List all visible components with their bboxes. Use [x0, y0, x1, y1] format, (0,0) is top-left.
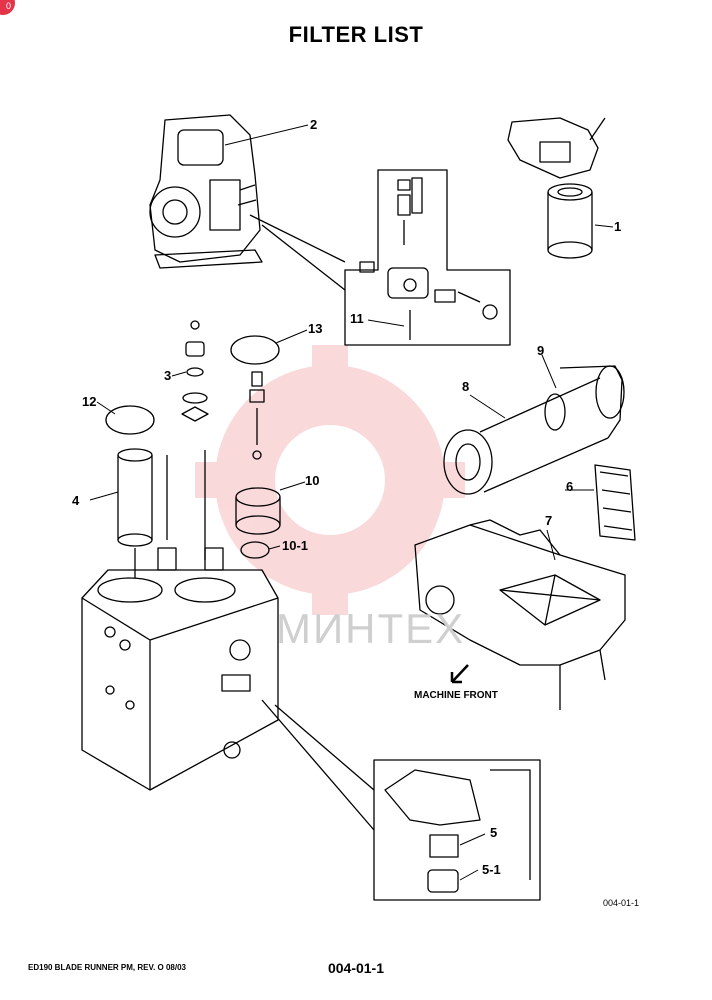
callout-9: 9	[537, 343, 545, 358]
callout-11: 11	[350, 311, 364, 326]
callout-13: 13	[308, 321, 323, 336]
o-ring-13	[230, 335, 280, 365]
callout-7: 7	[545, 513, 553, 528]
suction-strainer-drawing	[117, 448, 153, 578]
machine-front-label: MACHINE FRONT	[414, 690, 498, 701]
footer-revision: ED190 BLADE RUNNER PM, REV. O 08/03	[28, 963, 186, 972]
breather-parts-drawing	[181, 320, 209, 422]
o-ring-10-1	[240, 541, 270, 559]
callout-5-1: 5-1	[482, 862, 501, 877]
air-cleaner-drawing	[443, 365, 625, 495]
cab-air-filter-drawing	[594, 464, 636, 541]
figure-code: 004-01-1	[603, 898, 640, 908]
callout-2: 2	[310, 117, 318, 132]
engine-drawing	[149, 114, 263, 269]
fuel-filter-detail-inset	[249, 169, 511, 346]
page-number: 004-01-1	[327, 960, 385, 976]
hvac-unit-drawing	[414, 519, 626, 710]
callout-10-1: 10-1	[282, 538, 309, 553]
watermark-text: МИНТЕХ	[276, 605, 466, 652]
corner-badge: 0	[0, 0, 15, 15]
page-title: FILTER LIST	[288, 22, 424, 47]
callout-5: 5	[490, 825, 498, 840]
callout-1: 1	[614, 219, 622, 234]
hydraulic-tank-drawing	[81, 450, 279, 791]
o-ring-12	[105, 405, 155, 435]
callout-6: 6	[566, 479, 574, 494]
machine-front-arrow-icon	[450, 664, 469, 684]
return-filter-drawing	[235, 371, 281, 535]
watermark-gear-logo	[195, 345, 465, 615]
callout-3: 3	[164, 368, 172, 383]
callout-leader-lines	[89, 124, 614, 881]
callout-8: 8	[462, 379, 470, 394]
callout-12: 12	[82, 394, 97, 409]
callout-4: 4	[72, 493, 80, 508]
pilot-filter-detail-inset	[261, 699, 541, 901]
callout-10: 10	[305, 473, 320, 488]
spin-on-filter-drawing	[507, 117, 606, 259]
